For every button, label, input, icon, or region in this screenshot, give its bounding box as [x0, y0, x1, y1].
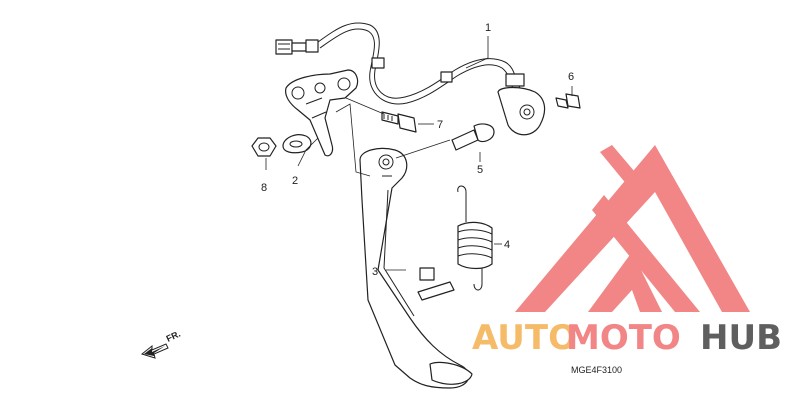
callout-7: 7 [437, 119, 443, 131]
callout-6: 6 [568, 71, 574, 83]
side-stand-bracket [285, 69, 359, 157]
callout-4: 4 [504, 239, 510, 251]
watermark-hub: HUB [700, 318, 782, 358]
side-stand-switch-harness [275, 22, 546, 136]
watermark-moto: MOTO [566, 318, 681, 358]
side-stand [359, 147, 473, 389]
leader-lines [265, 36, 573, 271]
front-direction-arrow-icon [140, 343, 169, 359]
front-direction-label: FR. [165, 329, 182, 344]
pivot-bolt [451, 123, 495, 151]
nut [251, 137, 277, 157]
callout-2: 2 [292, 175, 298, 187]
watermark-logo: AUTO MOTO HUB [472, 145, 782, 358]
callout-1: 1 [485, 22, 491, 34]
callout-8: 8 [261, 182, 267, 194]
callout-3: 3 [372, 266, 378, 278]
watermark-triangle-icon [515, 145, 750, 312]
bolt-7 [381, 111, 417, 133]
strap [282, 134, 312, 154]
drawing-code: MGE4F3100 [571, 365, 622, 375]
watermark-auto: AUTO [472, 318, 577, 358]
return-spring [457, 185, 493, 291]
callout-5: 5 [477, 164, 483, 176]
bolt-6 [555, 93, 581, 109]
